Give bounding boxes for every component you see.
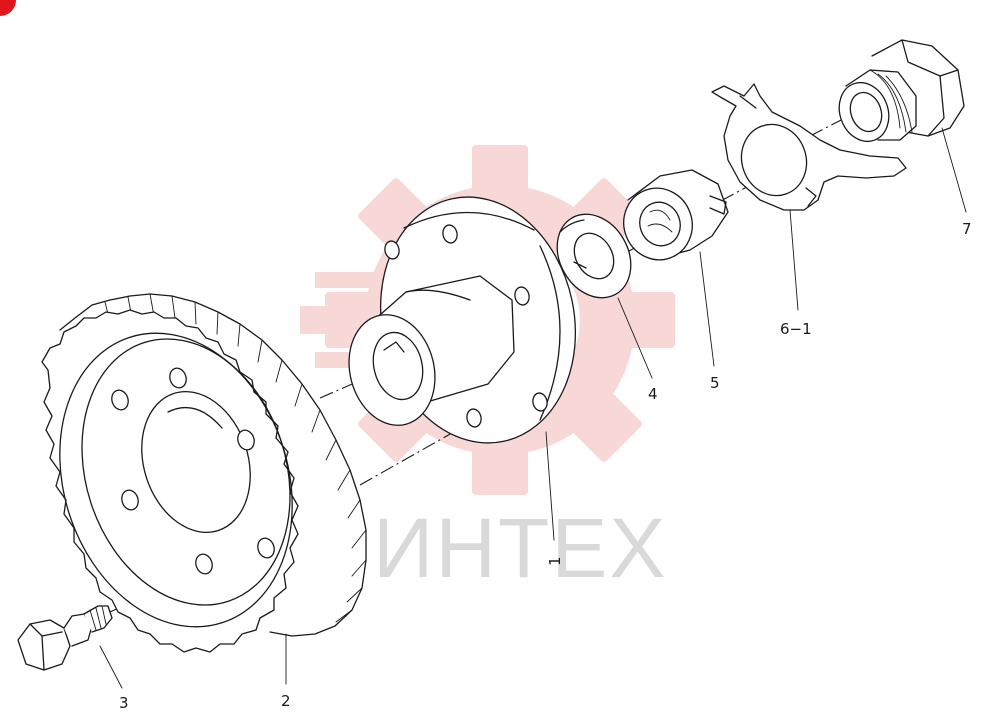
part-2-spur-gear <box>41 293 367 653</box>
callout-label-5: 5 <box>710 374 720 392</box>
callout-label-3: 3 <box>119 694 129 712</box>
callout-leaders <box>99 127 967 689</box>
callout-label-7: 7 <box>962 220 972 238</box>
part-4-washer <box>556 213 632 299</box>
part-1-hub-flange <box>348 196 577 444</box>
part-3-bolt <box>17 605 113 671</box>
callout-label-2: 2 <box>281 692 291 710</box>
callout-label-6-1: 6−1 <box>780 320 812 338</box>
part-7-plug <box>838 39 965 143</box>
corner-badge <box>0 0 16 16</box>
part-6-1-lock-plate <box>711 83 907 211</box>
callout-label-4: 4 <box>648 385 658 403</box>
part-5-nut <box>623 169 729 261</box>
callout-label-1: 1 <box>546 556 564 566</box>
watermark-text: ИНТЕХ <box>373 501 667 595</box>
